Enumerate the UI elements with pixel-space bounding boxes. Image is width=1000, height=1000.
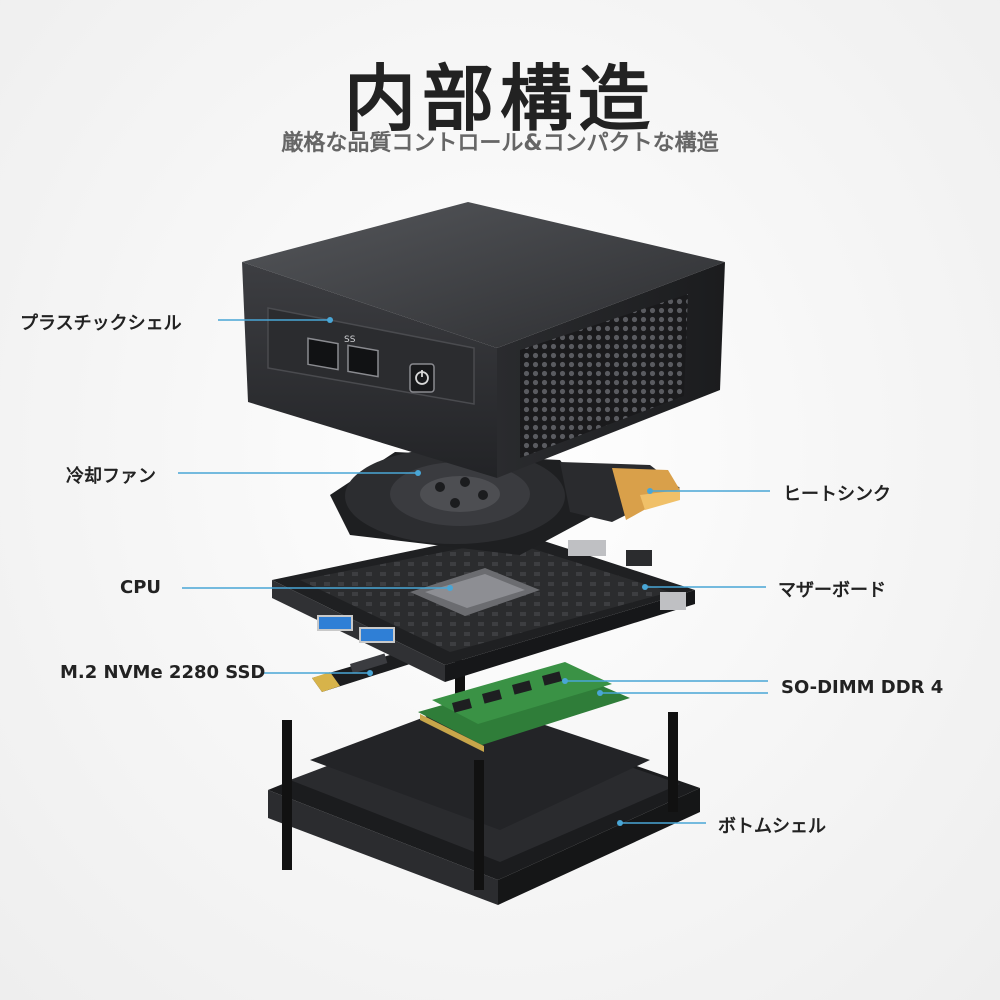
page-subtitle: 厳格な品質コントロール&コンパクトな構造 [281, 131, 719, 156]
label-ssd: M.2 NVMe 2280 SSD [60, 662, 266, 683]
bottom-shell [268, 660, 700, 905]
label-cooling-fan: 冷却ファン [66, 466, 156, 487]
label-heat-sink: ヒートシンク [783, 484, 891, 505]
label-bottom-shell: ボトムシェル [718, 816, 826, 837]
plastic-shell: SS [242, 202, 725, 478]
page-title: 内部構造 [343, 57, 656, 141]
motherboard [272, 530, 695, 682]
label-cpu: CPU [120, 577, 162, 598]
label-ram: SO-DIMM DDR 4 [781, 677, 944, 698]
label-plastic-shell: プラスチックシェル [20, 313, 182, 334]
ram-modules [418, 662, 630, 752]
label-motherboard: マザーボード [778, 580, 886, 601]
leader-lines [178, 317, 770, 826]
ssd-module [312, 652, 410, 692]
usb-badge-text: SS [344, 335, 356, 345]
